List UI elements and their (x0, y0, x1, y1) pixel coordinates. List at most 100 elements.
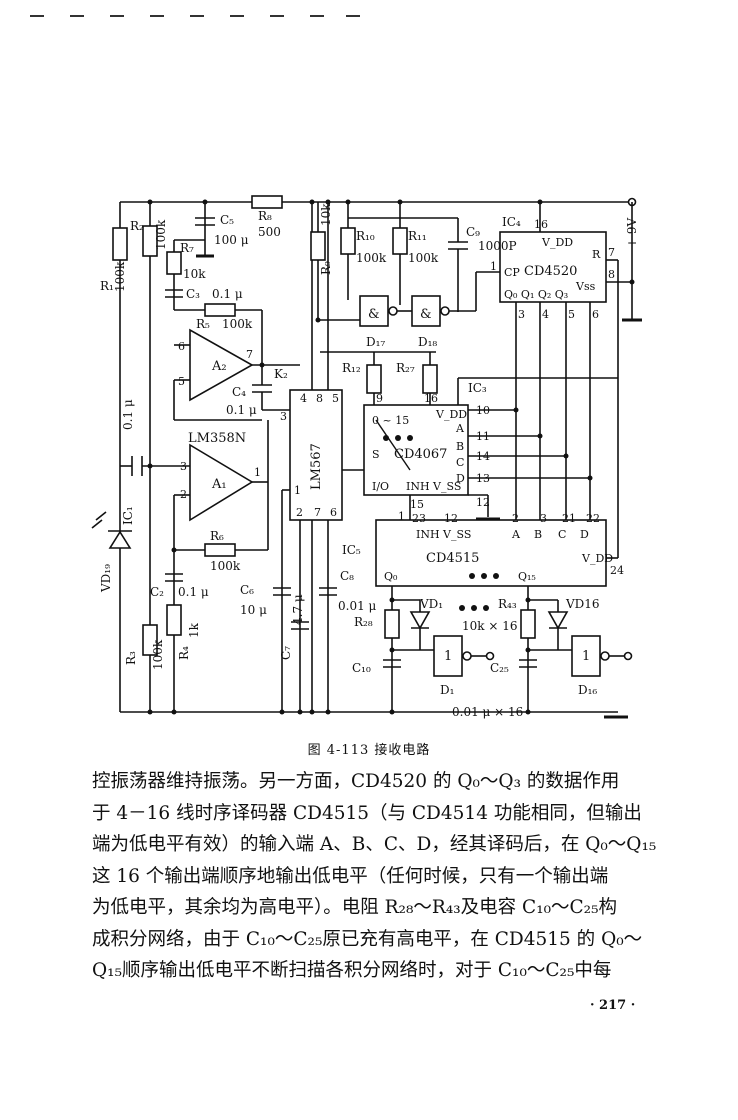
cd4515-pin23: 23 (412, 512, 426, 525)
d18-gate-symbol: & (420, 307, 432, 322)
a2-label: A₂ (211, 359, 227, 374)
r10-label: R₁₀ (356, 229, 375, 243)
lm358n-label: LM358N (188, 431, 246, 446)
cd4520-pin1: 1 (490, 260, 497, 273)
cd4067-pin15: 15 (410, 498, 424, 511)
c5-value: 100 μ (214, 233, 249, 247)
k2-label: K₂ (274, 367, 288, 381)
c2-label: C₂ (150, 585, 164, 599)
r6-value: 100k (210, 559, 241, 573)
body-line: Q₁₅顺序输出低电平不断扫描各积分网络时，对于 C₁₀～C₂₅中每 (92, 960, 612, 981)
a2-pin5: 5 (178, 375, 185, 388)
r8-label: R₈ (258, 209, 272, 223)
vd19-label: VD₁₉ (99, 564, 113, 593)
a1-pin3: 3 (180, 460, 187, 473)
body-line: 成积分网络，由于 C₁₀～C₂₅原已充有高电平，在 CD4515 的 Q₀～ (92, 928, 643, 950)
c4-label: C₄ (232, 385, 246, 399)
r4-value: 1k (187, 622, 201, 638)
cd4520-pin5: 5 (568, 308, 575, 321)
c25-label: C₂₅ (490, 661, 509, 675)
cd4520-q-pins: Q₀ Q₁ Q₂ Q₃ (504, 288, 568, 301)
d1-gate-symbol: 1 (444, 649, 452, 664)
r1-value: 100k (113, 261, 127, 292)
circuit-diagram: R₁ 100k R₂ 100k R₃ 100k R₄ 1k R₅ 100k R₆… (91, 195, 642, 719)
c3-label: C₃ (186, 287, 200, 301)
cd4515-pin12: 12 (444, 512, 458, 525)
c7-value: 4.7 μ (291, 594, 305, 625)
cd4515-q0: Q₀ (384, 570, 398, 583)
lm567-pin5: 5 (332, 392, 339, 405)
c5-label: C₅ (220, 213, 234, 227)
cd4067-pin9: 9 (376, 392, 383, 405)
d17-gate-symbol: & (368, 307, 380, 322)
body-line: 这 16 个输出端顺序地输出低电平（任何时候，只有一个输出端 (92, 865, 609, 887)
body-line: 为低电平，其余均为高电平）。电阻 R₂₈～R₄₃及电容 C₁₀～C₂₅构 (92, 897, 618, 918)
r27-label: R₂₇ (396, 361, 415, 375)
c3-value: 0.1 μ (212, 287, 243, 301)
body-line: 于 4－16 线时序译码器 CD4515（与 CD4514 功能相同，但输出 (92, 802, 642, 824)
figure-caption: 图 4-113 接收电路 (307, 743, 431, 758)
c4-value: 0.1 μ (226, 403, 257, 417)
c8-value: 0.01 μ (338, 599, 377, 613)
cd4520-pin6: 6 (592, 308, 599, 321)
cd4067-label: CD4067 (394, 447, 447, 462)
cd4067-pin13: 13 (476, 472, 490, 485)
r12-label: R₁₂ (342, 361, 361, 375)
cd4515-pin22: 22 (586, 512, 600, 525)
page-number: · 217 · (590, 998, 636, 1013)
r8-value: 500 (258, 225, 281, 239)
cd4067-b: B (456, 440, 464, 453)
cd4067-pin10: 10 (476, 404, 490, 417)
cd4515-vdd: V_DD (581, 552, 613, 565)
cd4067-pin14: 14 (476, 450, 490, 463)
a1-pin1: 1 (254, 466, 261, 479)
lm567-pin7: 7 (314, 506, 321, 519)
r3-label: R₃ (124, 651, 138, 665)
ic3-label: IC₃ (468, 381, 487, 395)
lm567-pin1: 1 (294, 484, 301, 497)
d17-label: D₁₇ (366, 335, 385, 349)
c6-value: 10 μ (240, 603, 267, 617)
r9-value: 10k (319, 203, 333, 226)
vd16-label: VD16 (565, 597, 600, 611)
lm567-label: LM567 (309, 443, 324, 490)
cd4520-vss: Vss (575, 280, 596, 293)
cd4067-pin11: 11 (476, 430, 490, 443)
c8-label: C₈ (340, 569, 354, 583)
cd4515-d: D (580, 528, 589, 541)
ic5-label: IC₅ (342, 543, 361, 557)
r7-value: 10k (183, 267, 206, 281)
cd4520-r: R (592, 248, 601, 261)
cd4067-range: 0 ~ 15 (372, 414, 409, 427)
r7-label: R₇ (180, 241, 194, 255)
r4-label: R₄ (177, 646, 191, 660)
cd4520-pin3: 3 (518, 308, 525, 321)
lm567-pin2: 2 (296, 506, 303, 519)
d18-label: D₁₈ (418, 335, 437, 349)
body-text: 控振荡器维持振荡。另一方面，CD4520 的 Q₀～Q₃ 的数据作用 于 4－1… (92, 766, 672, 987)
cd4515-inh: INH V_SS (416, 528, 471, 541)
c10-label: C₁₀ (352, 661, 371, 675)
c-array-label: 0.01 μ × 16 (452, 705, 523, 719)
cd4520-pin8: 8 (608, 268, 615, 281)
cd4520-label: CD4520 (524, 264, 577, 279)
cd4067-c: C (456, 456, 464, 469)
lm567-pin8: 8 (316, 392, 323, 405)
d1-label: D₁ (440, 683, 454, 697)
lm567-pin6: 6 (330, 506, 337, 519)
cd4067-inh: INH V_SS (406, 480, 461, 493)
cd4520-cp: CP (504, 266, 520, 279)
cd4067-io: I/O (372, 480, 389, 493)
r43-label: R₄₃ (498, 597, 517, 611)
r2-value: 100k (154, 219, 168, 250)
ic4-label: IC₄ (502, 215, 521, 229)
lm567-pin3: 3 (280, 410, 287, 423)
a2-pin6: 6 (178, 340, 185, 353)
r5-value: 100k (222, 317, 253, 331)
c1-label: 0.1 μ (121, 399, 135, 430)
cd4067-a: A (455, 422, 465, 435)
d16-label: D₁₆ (578, 683, 597, 697)
cd4515-pin21: 21 (562, 512, 576, 525)
r9-label: R₉ (319, 261, 333, 275)
cd4067-pin16: 16 (424, 392, 438, 405)
